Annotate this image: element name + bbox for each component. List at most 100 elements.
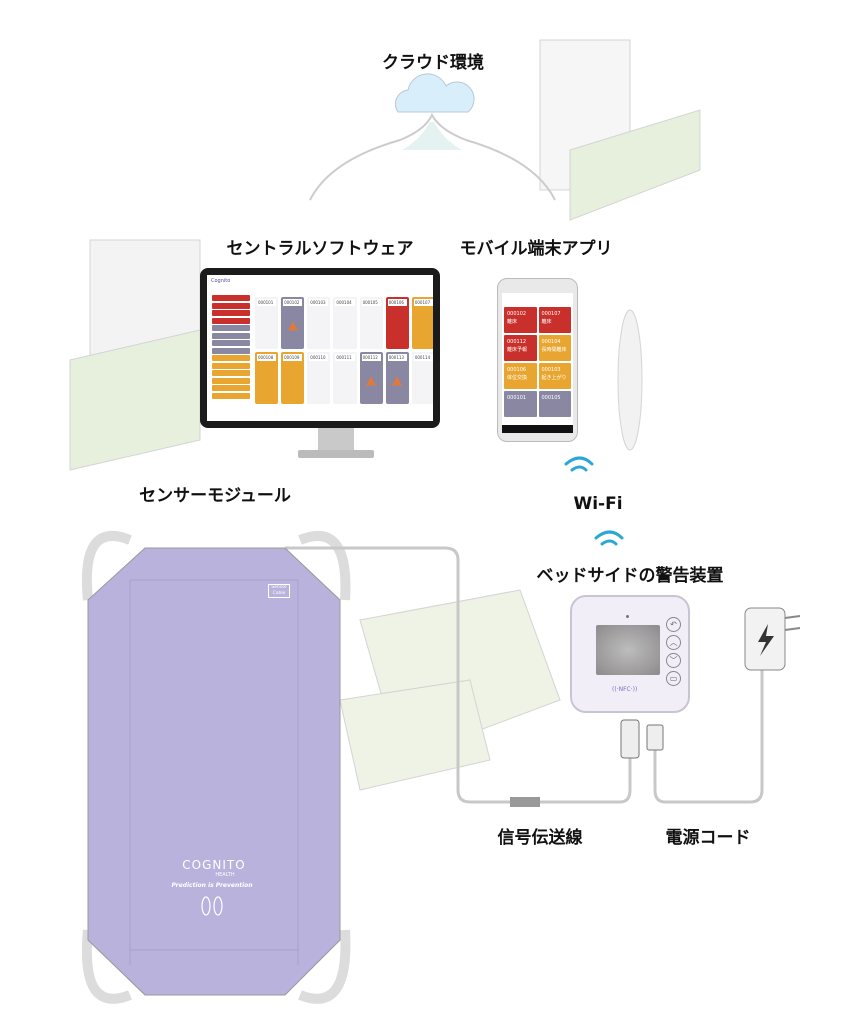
mat-brand: COGNITO (182, 858, 246, 872)
sidebar-alert-item[interactable] (212, 355, 250, 361)
alert-text: 体位交換 (507, 375, 528, 381)
bed-id: 000111 (335, 354, 355, 361)
back-button[interactable]: ↶ (666, 617, 681, 632)
alert-text: 離床予報 (507, 347, 528, 353)
phone-nav-bar (502, 425, 573, 433)
sidebar-alert-item[interactable] (212, 310, 250, 316)
up-button[interactable]: ︿ (666, 635, 681, 650)
sidebar-alert-item[interactable] (212, 295, 250, 301)
bed-id: 000110 (309, 354, 329, 361)
sidebar-alert-item[interactable] (212, 347, 250, 354)
bed-tile[interactable]: 000113 (385, 352, 409, 404)
sidebar-alert-item[interactable] (212, 332, 250, 339)
bed-tile[interactable]: 000108 (255, 352, 279, 404)
monitor-bed-grid: 000101 000102 000103 000104 000105 000106 0001… (255, 297, 433, 404)
power-adapter (744, 607, 801, 671)
alert-id: 000112 (507, 339, 527, 345)
monitor-stand (318, 428, 354, 452)
alert-text: 離床 (541, 319, 552, 325)
alert-id: 000102 (507, 311, 527, 317)
label-central-software: セントラルソフトウェア (226, 239, 414, 259)
label-cloud: クラウド環境 (382, 53, 484, 73)
label-sensor-module: センサーモジュール (139, 486, 291, 506)
alert-id: 000103 (541, 367, 561, 373)
label-mobile-app: モバイル端末アプリ (459, 239, 613, 259)
power-plug (646, 724, 664, 751)
bed-id: 000103 (309, 299, 329, 306)
bedside-alarm-device: ↶ ︿ ﹀ ▭ ((·NFC·)) (570, 595, 690, 713)
mat-tagline: Prediction is Prevention (171, 882, 253, 889)
device-sensor-dot (626, 615, 629, 618)
alert-id: 000101 (507, 395, 527, 401)
alert-id: 000107 (541, 311, 561, 317)
bed-id: 000107 (413, 299, 433, 306)
bed-id: 000102 (283, 299, 303, 306)
monitor-logo: Cognito (211, 278, 231, 284)
warning-icon (392, 376, 403, 386)
down-button[interactable]: ﹀ (666, 653, 681, 668)
bed-tile[interactable]: 000104 (333, 297, 357, 349)
mat-brand-sub: HEALTH (215, 872, 235, 878)
sidebar-alert-item[interactable] (212, 370, 250, 376)
phone-alert-tile[interactable]: 000106 体位交換 (504, 363, 537, 389)
sidebar-alert-item[interactable] (212, 377, 250, 384)
alert-id: 000106 (507, 367, 527, 373)
cloud-icon (309, 73, 556, 201)
bed-tile[interactable]: 000111 (333, 352, 357, 404)
bed-tile[interactable]: 000107 (411, 297, 433, 349)
mat-handles (82, 531, 351, 1004)
bed-tile[interactable]: 000114 (411, 352, 433, 404)
phone-alert-tile[interactable]: 000112 離床予報 (504, 335, 537, 361)
ok-button[interactable]: ▭ (666, 671, 681, 686)
label-bedside-alarm: ベッドサイドの警告装置 (536, 566, 724, 586)
wifi-icon (564, 456, 624, 546)
lightning-icon (758, 624, 774, 656)
bed-id: 000108 (257, 354, 277, 361)
bed-id: 000114 (413, 354, 433, 361)
bed-tile[interactable]: 000109 (281, 352, 305, 404)
sidebar-alert-item[interactable] (212, 392, 250, 399)
sidebar-alert-item[interactable] (212, 362, 250, 369)
phone-alert-tile[interactable]: 000107 離床 (538, 307, 571, 333)
phone-alert-tile[interactable]: 000105 (538, 391, 571, 417)
bed-id: 000113 (387, 354, 407, 361)
power-cord (653, 670, 764, 804)
bed-tile[interactable]: 000105 (359, 297, 383, 349)
cable-connector (510, 797, 540, 807)
footprint-icon (201, 896, 223, 916)
signal-cable (285, 546, 632, 804)
sidebar-alert-item[interactable] (212, 340, 250, 346)
bed-tile[interactable]: 000110 (307, 352, 331, 404)
label-signal-cable: 信号伝送線 (497, 828, 583, 848)
phone-alert-tile[interactable]: 000102 離床 (504, 307, 537, 333)
nfc-label: ((·NFC·)) (612, 686, 638, 693)
sidebar-alert-item[interactable] (212, 385, 250, 391)
bed-id: 000104 (335, 299, 355, 306)
warning-icon (366, 376, 377, 386)
bed-tile[interactable]: 000112 (359, 352, 383, 404)
bed-id: 000112 (361, 354, 381, 361)
sidebar-alert-item[interactable] (212, 317, 250, 324)
label-wifi: Wi-Fi (573, 494, 623, 514)
sidebar-alert-item[interactable] (212, 302, 250, 309)
signal-plug (620, 719, 640, 759)
alert-text: 離床 (507, 319, 518, 325)
phone-alert-tile[interactable]: 000101 (504, 391, 537, 417)
bed-tile[interactable]: 000101 (255, 297, 279, 349)
bed-tile[interactable]: 000106 (385, 297, 409, 349)
monitor-base (298, 450, 374, 458)
alert-id: 000105 (541, 395, 561, 401)
sensor-cable-tag: Sensor Cable (268, 584, 290, 598)
label-power-cord: 電源コード (665, 828, 751, 848)
bed-tile[interactable]: 000102 (281, 297, 305, 349)
sidebar-alert-item[interactable] (212, 325, 250, 331)
bed-tile[interactable]: 000103 (307, 297, 331, 349)
bed-id: 000105 (361, 299, 381, 306)
bed-id: 000106 (387, 299, 407, 306)
